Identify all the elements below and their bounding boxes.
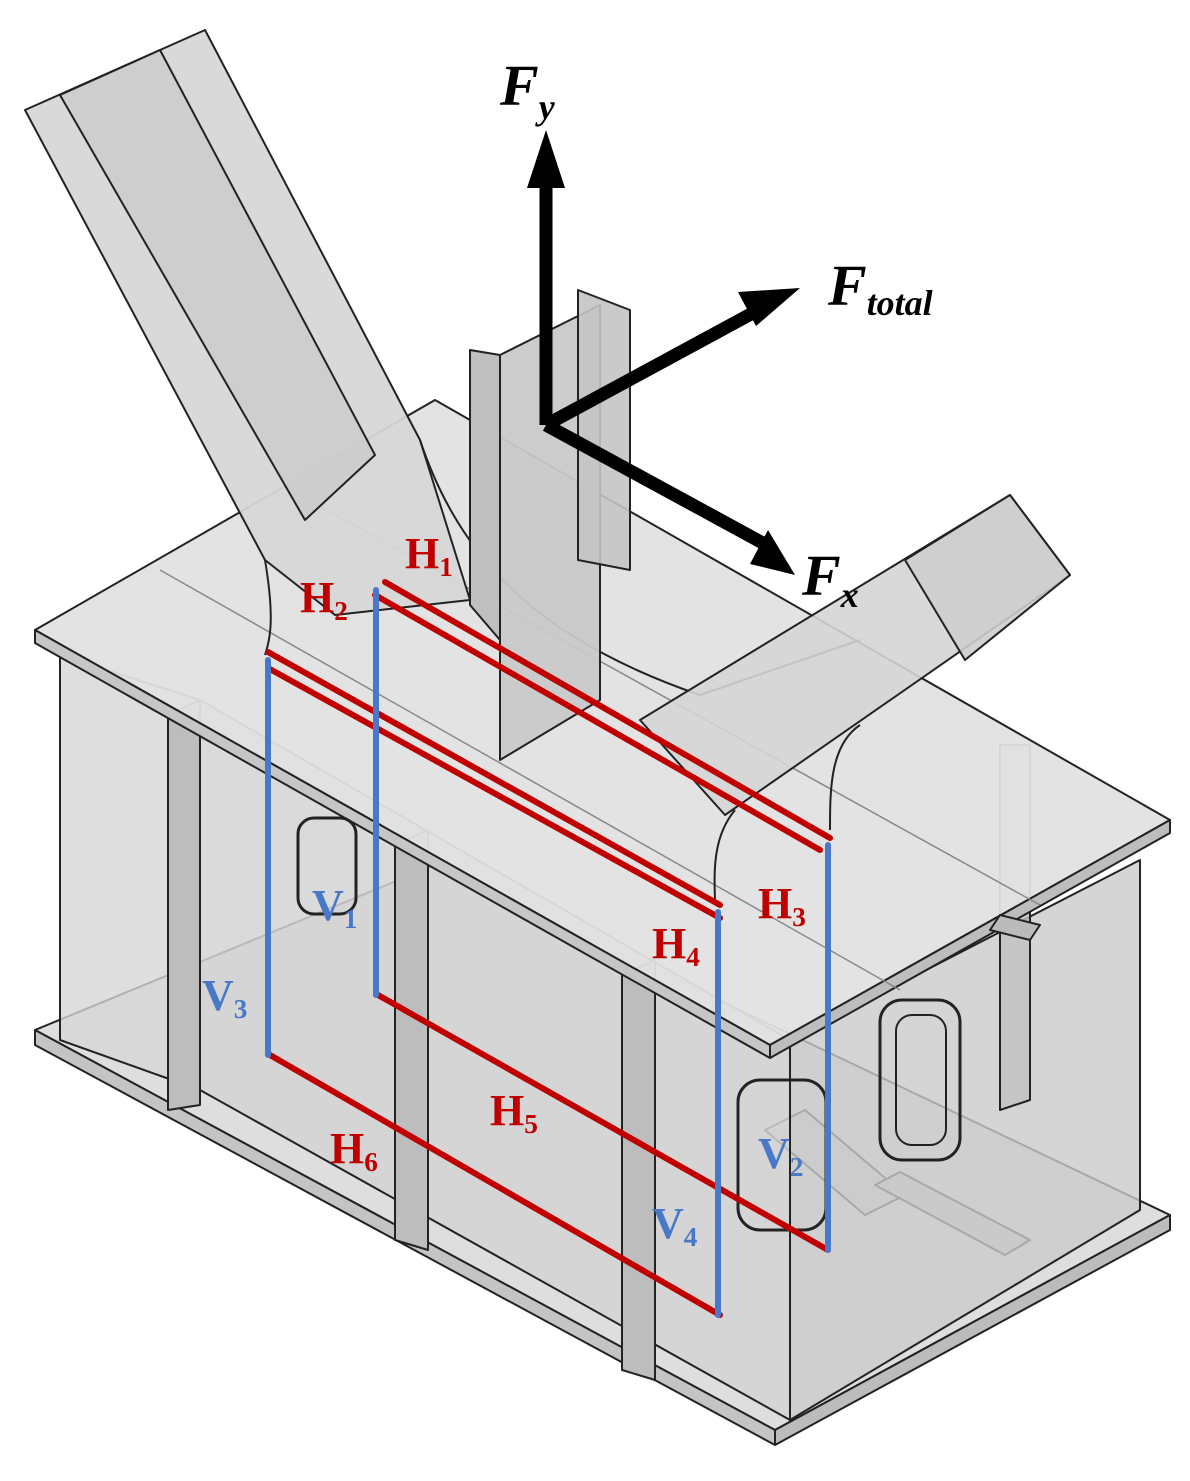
line-h6 xyxy=(267,1052,723,1318)
label-h2: H2 xyxy=(300,573,348,626)
front-stiffener-1 xyxy=(167,699,201,1111)
label-h1: H1 xyxy=(405,529,453,582)
line-h4 xyxy=(265,665,723,921)
bottom-flange-edge-right xyxy=(774,1214,1171,1446)
label-v4: V4 xyxy=(652,1199,698,1252)
front-stiffener-3 xyxy=(621,959,656,1381)
diagonal-brace-flange xyxy=(59,49,376,521)
measurement-lines xyxy=(265,579,833,1318)
line-h2 xyxy=(372,592,823,853)
label-v3: V3 xyxy=(202,971,247,1024)
label-fy: Fy xyxy=(499,53,556,127)
top-flange-edge-right xyxy=(769,819,1171,1059)
steel-structure xyxy=(24,29,1171,1446)
label-h3: H3 xyxy=(758,879,806,932)
column-flange-back xyxy=(577,289,631,571)
horizontal-brace-curve-2 xyxy=(713,809,736,906)
label-ftotal: Ftotal xyxy=(827,253,933,323)
force-arrowhead-y xyxy=(527,130,565,188)
label-h5: H5 xyxy=(490,1086,538,1139)
handhole-left xyxy=(296,816,358,916)
force-arrow-total xyxy=(542,302,766,431)
label-h4: H4 xyxy=(652,919,700,972)
force-labels: Fy Ftotal Fx xyxy=(499,53,933,615)
column-flange-front xyxy=(469,349,501,641)
top-flange-inner-line-1 xyxy=(159,569,901,991)
top-flange-bracket xyxy=(989,914,1041,941)
line-h5 xyxy=(375,992,831,1253)
handhole-right-side-inner xyxy=(895,1014,947,1146)
force-arrow-x xyxy=(542,419,776,554)
force-arrowhead-total xyxy=(738,288,800,326)
horizontal-line-labels: H1 H2 H3 H4 H5 H6 xyxy=(300,529,806,1177)
horizontal-brace-end xyxy=(904,494,1071,661)
line-h1 xyxy=(382,579,833,841)
label-fx: Fx xyxy=(801,543,859,615)
force-arrows xyxy=(539,164,776,554)
label-v2: V2 xyxy=(758,1129,803,1182)
force-arrowhead-x xyxy=(750,530,795,575)
handhole-right-side xyxy=(878,998,962,1162)
label-v1: V1 xyxy=(312,881,357,934)
line-h3a xyxy=(265,649,723,908)
label-h6: H6 xyxy=(330,1124,378,1177)
front-stiffener-2 xyxy=(394,829,429,1251)
horizontal-brace-curve xyxy=(829,724,861,831)
force-arrowheads xyxy=(527,130,800,575)
vertical-line-labels: V1 V2 V3 V4 xyxy=(202,881,803,1252)
